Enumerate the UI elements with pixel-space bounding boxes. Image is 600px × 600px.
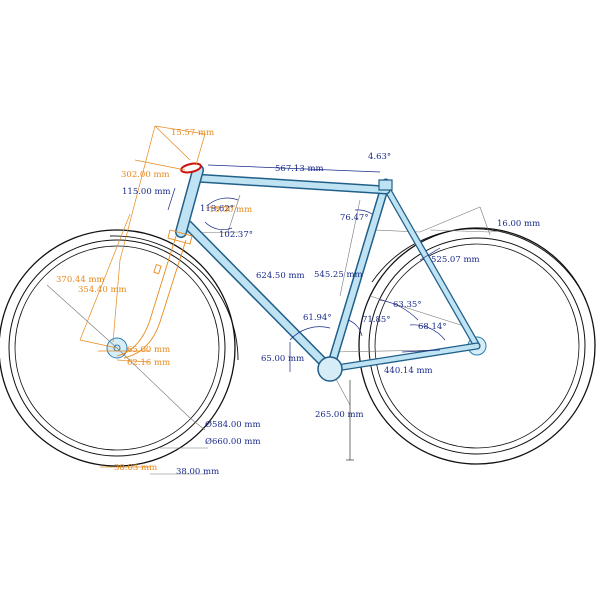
fork-axle-to-crown-label: 354.40 mm	[78, 285, 127, 295]
tire-width-label: 38.03 mm	[114, 463, 157, 473]
fork-rake-label: 62.16 mm	[127, 358, 170, 368]
bottom-bracket-shell	[317, 356, 343, 382]
tire-diameter-label: Ø660.00 mm	[205, 436, 261, 447]
fork-dimension-labels: 15.57 mm 302.00 mm 16.00 mm 370.44 mm 35…	[56, 128, 252, 473]
stem-length-label: 15.57 mm	[171, 128, 214, 138]
rear-wheel	[358, 227, 596, 465]
rear-rim	[374, 243, 580, 449]
top-tube-slope-label: 4.63°	[368, 152, 391, 162]
frame	[175, 162, 481, 382]
seat-tube-extension-label: 16.00 mm	[497, 219, 540, 229]
head-tube-length-label: 115.00 mm	[122, 187, 171, 197]
front-wheel	[0, 229, 239, 467]
headset-marker	[180, 162, 202, 174]
rear-tire-outer	[358, 227, 596, 465]
fork-dropout-width-label: 65.00 mm	[127, 345, 170, 355]
frame-dimension-labels: 567.13 mm 4.63° 16.00 mm 525.07 mm 76.47…	[122, 152, 540, 477]
chainstay-length-label: 440.14 mm	[384, 366, 433, 376]
head-tube	[175, 164, 204, 238]
seat-stay	[382, 183, 481, 350]
seat-collar	[378, 179, 393, 191]
tire-clearance-label: 38.00 mm	[176, 467, 219, 477]
rear-tire-inner	[368, 237, 586, 455]
rear-rise-label: 525.07 mm	[431, 255, 480, 265]
fork-blade-rear	[123, 239, 187, 359]
bb-drop-dimension	[346, 380, 354, 461]
rim-diameter-label: Ø584.00 mm	[205, 419, 261, 430]
stem-offset-label: 16.00 mm	[209, 205, 252, 215]
angle-arcs	[167, 164, 446, 372]
seat-tube-length-label: 545.25 mm	[314, 270, 363, 280]
seat-tube-angle-low-label: 71.85°	[362, 315, 391, 325]
seat-angle-label: 76.47°	[340, 213, 369, 223]
fork-brake-boss	[153, 264, 162, 275]
fork-blade-front	[116, 235, 177, 357]
front-tire-outer	[0, 229, 236, 467]
seat-tube	[325, 178, 391, 374]
fork-length-label: 370.44 mm	[56, 275, 105, 285]
front-fender-arc	[109, 235, 239, 361]
bb-drop-label: 265.00 mm	[315, 410, 364, 420]
chain-stay	[326, 342, 481, 373]
fork	[116, 229, 193, 359]
top-tube	[191, 173, 391, 195]
rear-fender-arc	[371, 228, 587, 301]
top-tube-length-label: 567.13 mm	[275, 164, 324, 174]
down-tube	[183, 220, 335, 374]
head-top-angle-label: 119.62°	[200, 204, 234, 214]
down-tube-angle-label: 61.94°	[303, 313, 332, 323]
chainstay-angle-label: 68.14°	[418, 322, 447, 332]
stay-angle-label: 63.35°	[393, 300, 422, 310]
steerer-height-label: 302.00 mm	[121, 170, 170, 180]
fork-crown	[167, 229, 193, 245]
head-bottom-angle-label: 102.37°	[219, 230, 253, 240]
front-tire-inner	[8, 239, 226, 457]
fork-dimension-lines	[79, 125, 236, 468]
bb-shell-width-label: 65.00 mm	[261, 354, 304, 364]
construction-lines	[46, 194, 501, 475]
down-tube-length-label: 624.50 mm	[256, 271, 305, 281]
